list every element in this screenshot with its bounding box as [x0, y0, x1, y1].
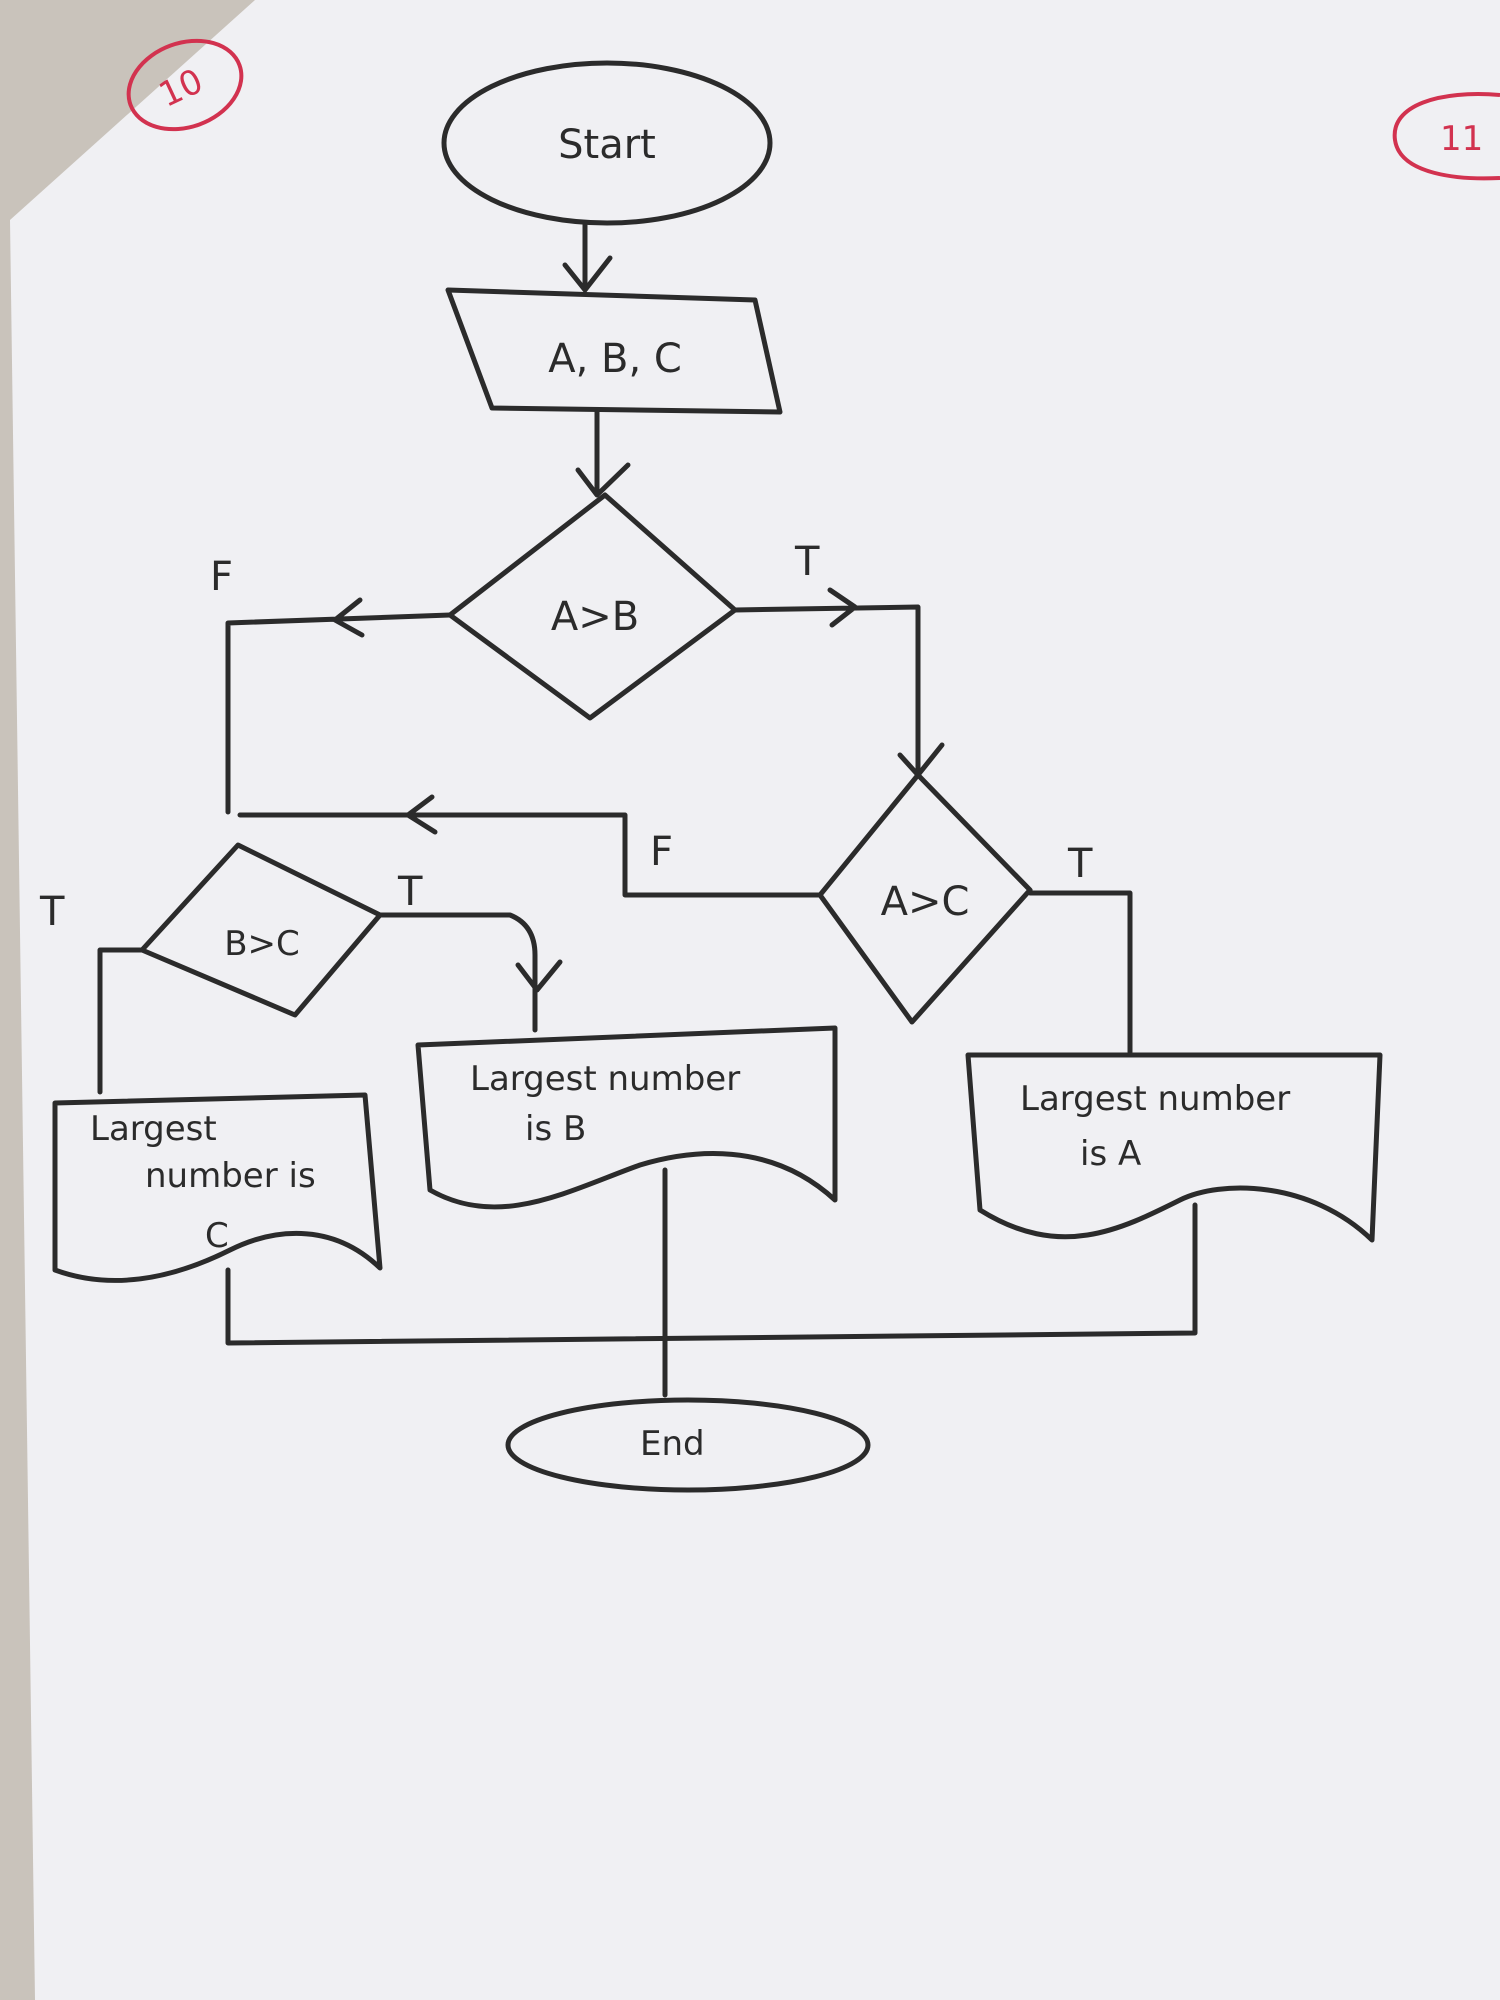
output-b-line2: is B: [525, 1109, 586, 1149]
end-terminator: End: [505, 1397, 871, 1493]
input-label: A, B, C: [548, 336, 682, 382]
true-label-ac: T: [1067, 841, 1093, 887]
arrow-bc-to-output-b: [377, 912, 563, 1033]
output-a-line2: is A: [1080, 1134, 1141, 1174]
decision-b-gt-c: B>C: [139, 842, 383, 1018]
arrow-ab-false: [225, 597, 453, 815]
false-label-ac: F: [650, 829, 673, 875]
paper-sheet: [10, 0, 1500, 2000]
true-label-bc-left: T: [39, 889, 65, 935]
arrow-bc-true-left: [97, 947, 145, 1095]
output-b-line1: Largest number: [470, 1059, 740, 1099]
arrow-ac-false: [237, 794, 823, 898]
input-parallelogram: A, B, C: [445, 287, 783, 415]
output-c-line3: C: [205, 1216, 229, 1256]
decision-ab-label: A>B: [551, 594, 639, 640]
arrow-input-to-decision-ab: [575, 409, 631, 498]
decision-bc-label: B>C: [224, 924, 300, 964]
page-mark-right: 11: [1392, 92, 1500, 181]
decision-ac-label: A>C: [881, 879, 970, 925]
output-a-document: Largest number is A: [965, 1052, 1383, 1243]
false-label-ab: F: [210, 554, 233, 600]
decision-a-gt-b: A>B: [447, 492, 738, 721]
arrow-ac-true: [1027, 890, 1133, 1055]
start-label: Start: [558, 122, 656, 168]
arrow-start-to-input: [562, 220, 613, 293]
output-c-line2: number is: [145, 1156, 316, 1196]
end-label: End: [640, 1424, 705, 1464]
output-c-line1: Largest: [90, 1109, 217, 1149]
output-c-document: Largest number is C: [52, 1092, 383, 1283]
true-label-ab: T: [794, 539, 820, 585]
start-terminator: Start: [441, 60, 773, 226]
true-label-bc-right: T: [397, 869, 423, 915]
decision-a-gt-c: A>C: [817, 772, 1033, 1025]
svg-text:11: 11: [1440, 119, 1483, 159]
merge-line-from-c: [225, 1202, 1198, 1346]
output-b-document: Largest number is B: [415, 1025, 838, 1210]
output-a-line1: Largest number: [1020, 1079, 1290, 1119]
